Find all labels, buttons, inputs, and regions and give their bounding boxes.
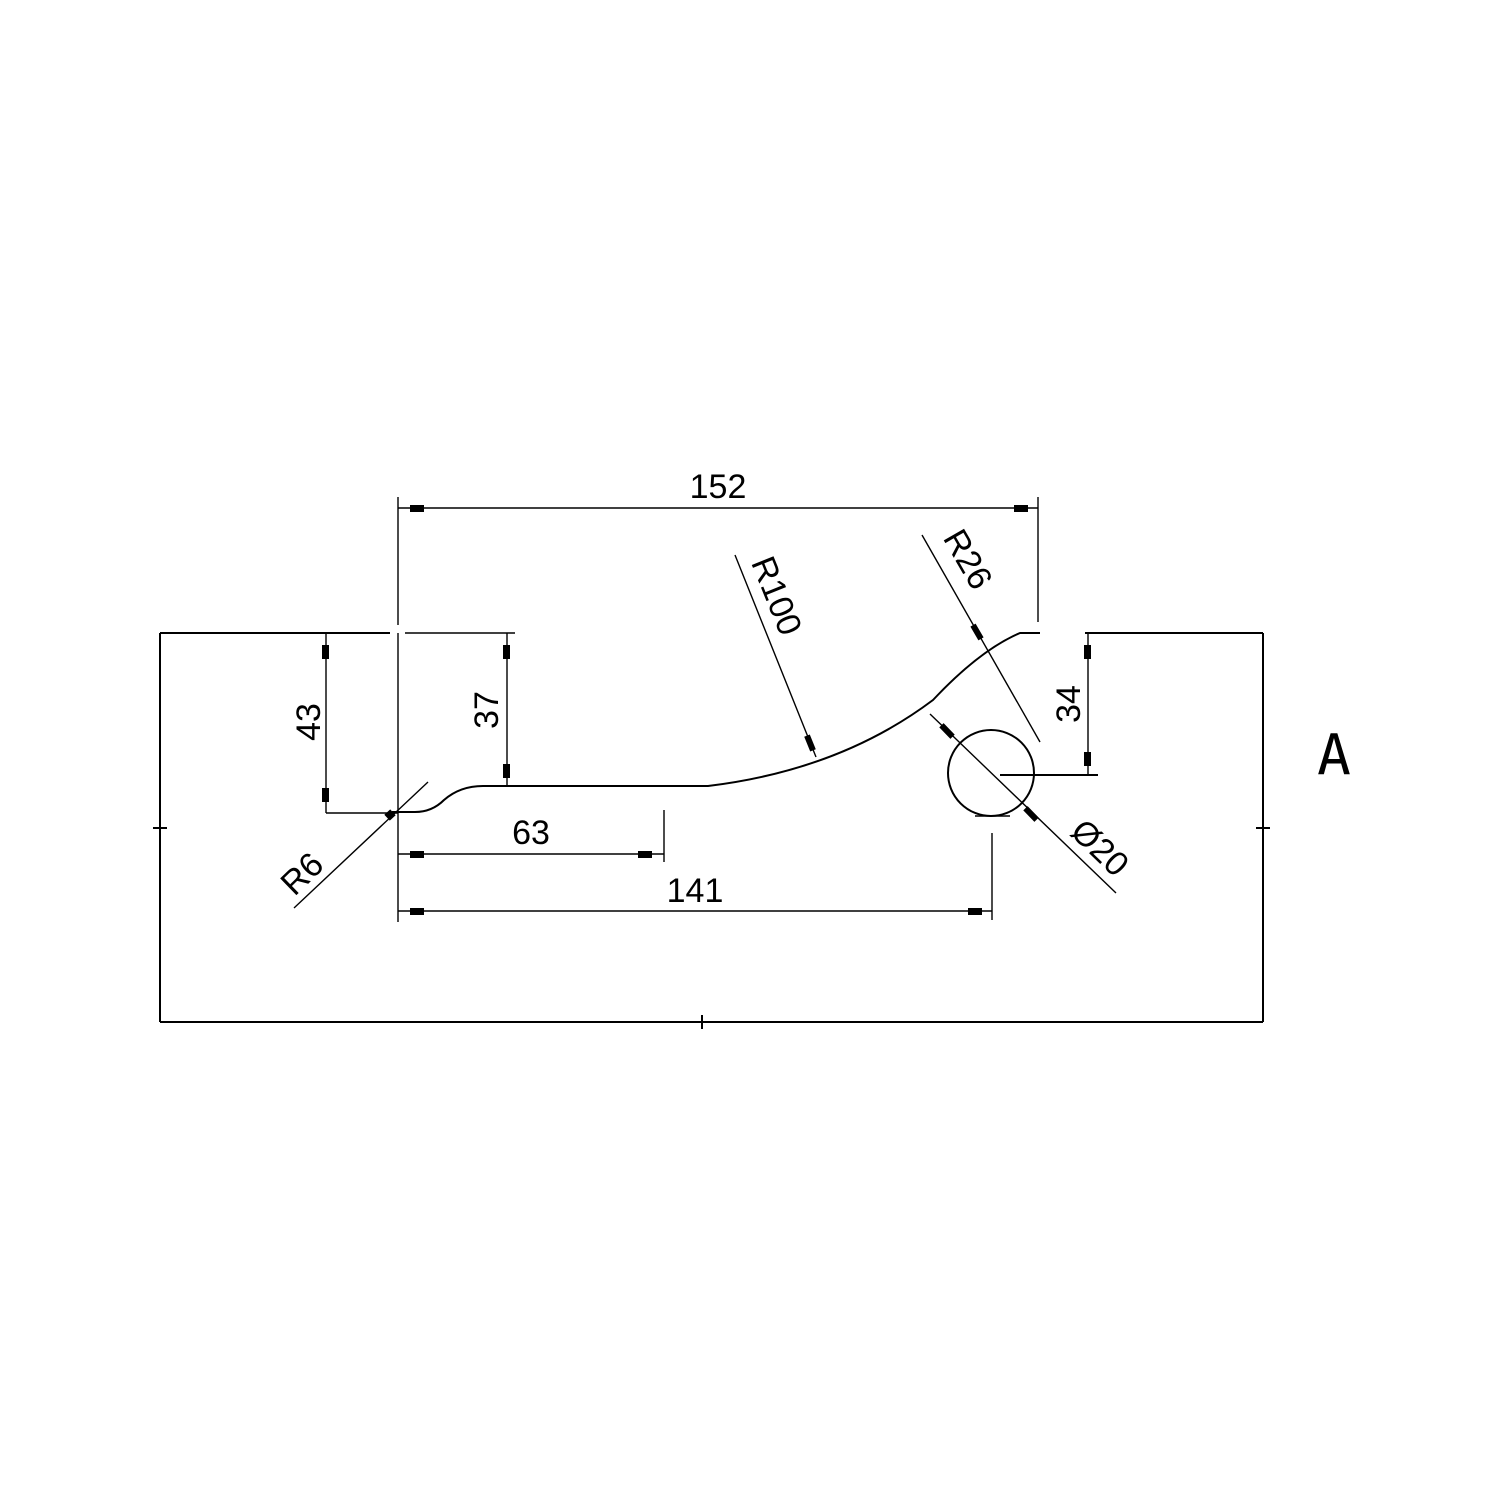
dimension-152: 152 <box>397 468 1039 625</box>
dimension-text-37: 37 <box>468 691 506 729</box>
dimension-37: 37 <box>405 632 515 786</box>
dimension-text-R26: R26 <box>935 523 999 596</box>
dimension-text-34: 34 <box>1050 685 1088 723</box>
dimension-63: 63 <box>398 810 665 862</box>
view-label: A <box>1317 723 1351 788</box>
dimension-text-141: 141 <box>667 872 724 910</box>
dimension-R6: R6 <box>274 781 429 909</box>
dimension-text-152: 152 <box>690 468 747 506</box>
dimension-text-R6: R6 <box>274 845 332 903</box>
dimension-R100: R100 <box>734 551 817 758</box>
dimension-text-R100: R100 <box>743 551 809 641</box>
dimension-text-63: 63 <box>512 814 550 852</box>
dimension-text-43: 43 <box>290 703 328 741</box>
dimension-43: 43 <box>290 633 399 815</box>
outer-frame <box>153 632 1270 1029</box>
dimension-141: 141 <box>397 815 993 922</box>
part-profile <box>392 632 1040 813</box>
dimension-34: 34 <box>1050 633 1091 775</box>
dimension-text-diameter-20: Ø20 <box>1063 812 1136 884</box>
